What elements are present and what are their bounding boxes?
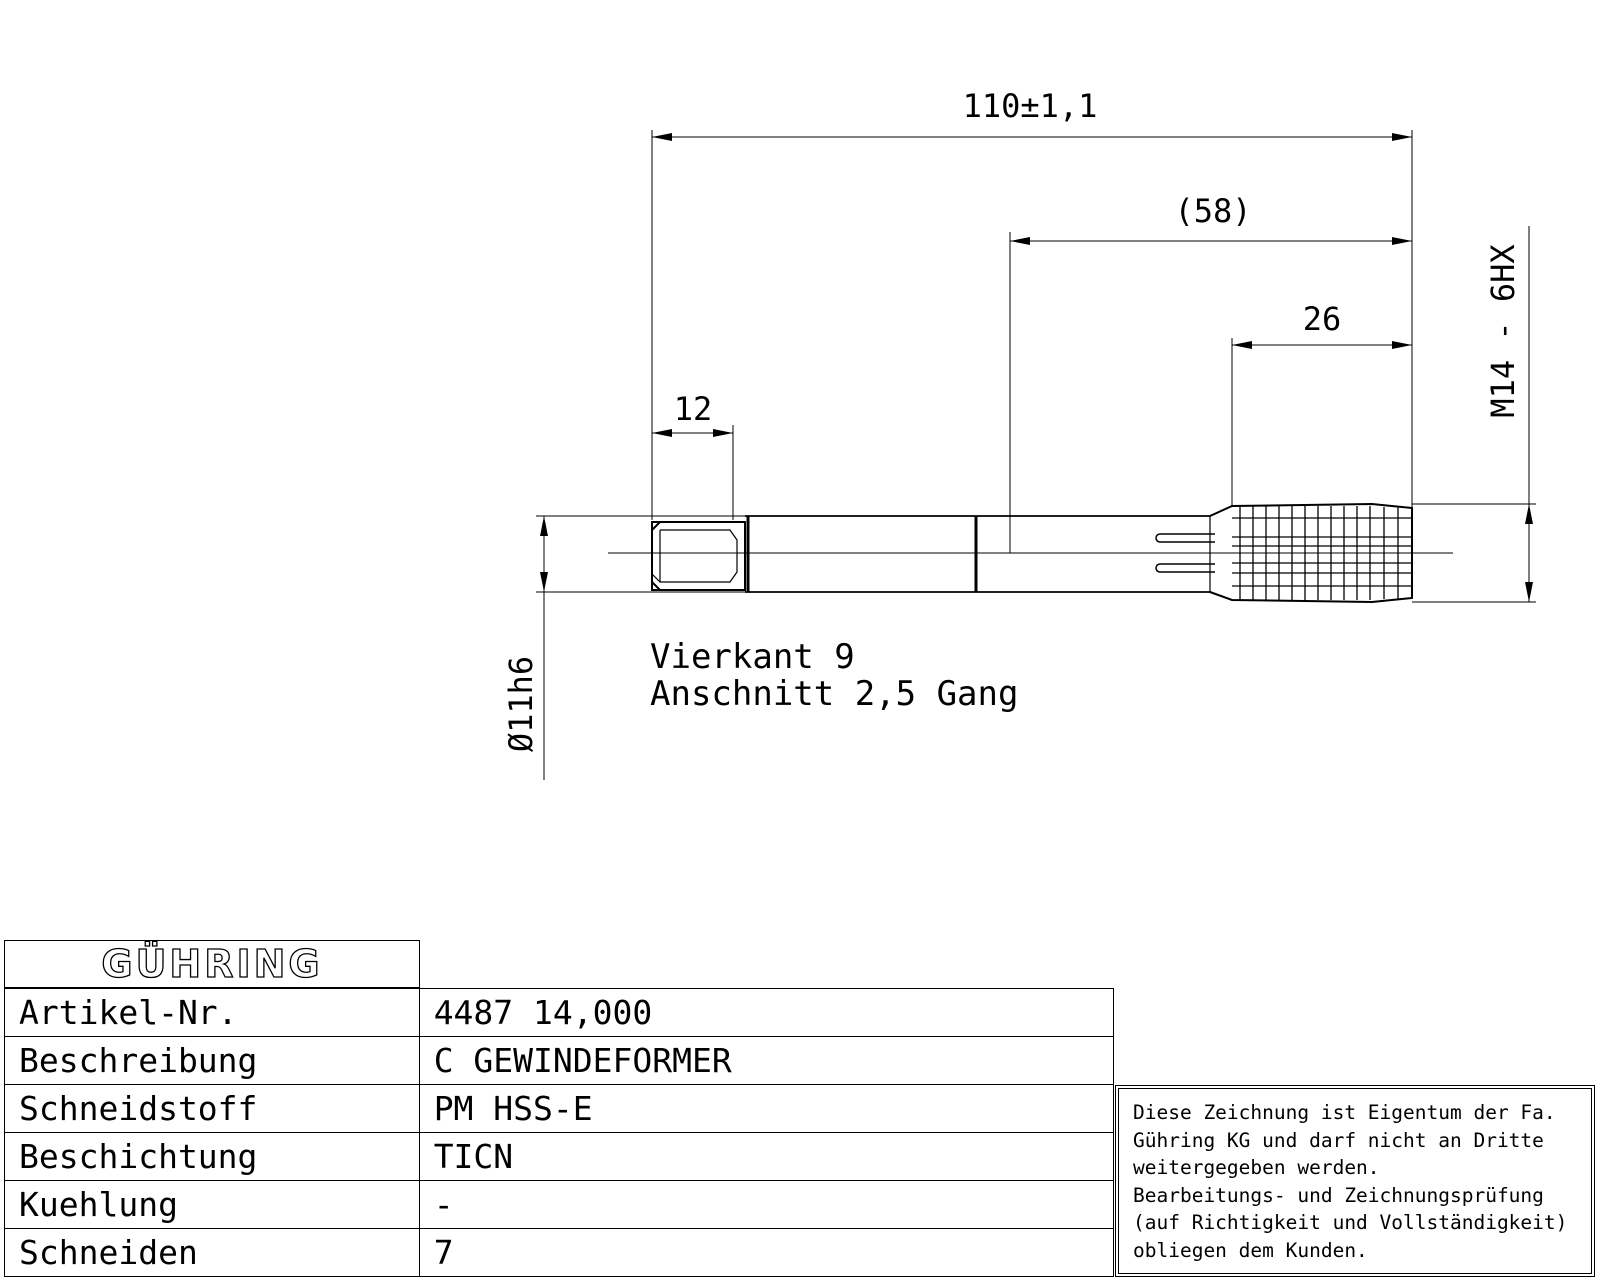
row-value: PM HSS-E bbox=[418, 1084, 1115, 1133]
tool-outline bbox=[651, 502, 1413, 604]
technical-drawing: 110±1,1 (58) 26 12 M14 - 6HX Ø11h6 Vierk… bbox=[502, 87, 1536, 780]
table-row: Kuehlung - bbox=[4, 1180, 1115, 1229]
table-row: Schneiden 7 bbox=[4, 1228, 1115, 1277]
ownership-notice-text: Diese Zeichnung ist Eigentum der Fa. Güh… bbox=[1118, 1088, 1592, 1274]
table-row: Beschichtung TICN bbox=[4, 1132, 1115, 1181]
row-label: Schneiden bbox=[4, 1228, 420, 1277]
extension-lines bbox=[536, 130, 1536, 780]
dimension-lines bbox=[540, 133, 1533, 602]
row-value: - bbox=[418, 1180, 1115, 1229]
table-row: Beschreibung C GEWINDEFORMER bbox=[4, 1036, 1115, 1085]
note-chamfer: Anschnitt 2,5 Gang bbox=[650, 674, 1018, 714]
thread-ref-length-label: (58) bbox=[1174, 192, 1251, 230]
row-label: Kuehlung bbox=[4, 1180, 420, 1229]
row-label: Beschreibung bbox=[4, 1036, 420, 1085]
row-value: 7 bbox=[418, 1228, 1115, 1277]
ownership-notice: Diese Zeichnung ist Eigentum der Fa. Güh… bbox=[1115, 1085, 1595, 1277]
company-logo: GÜHRING bbox=[101, 941, 323, 986]
logo-cell: GÜHRING bbox=[4, 940, 420, 988]
row-label: Beschichtung bbox=[4, 1132, 420, 1181]
row-label: Artikel-Nr. bbox=[4, 988, 420, 1037]
row-value: C GEWINDEFORMER bbox=[418, 1036, 1115, 1085]
note-square: Vierkant 9 bbox=[650, 637, 855, 677]
row-label: Schneidstoff bbox=[4, 1084, 420, 1133]
row-value: TICN bbox=[418, 1132, 1115, 1181]
thread-length-label: 26 bbox=[1303, 300, 1342, 338]
title-block: GÜHRING Artikel-Nr. 4487 14,000 Beschrei… bbox=[4, 940, 1115, 1280]
table-row: Schneidstoff PM HSS-E bbox=[4, 1084, 1115, 1133]
title-block-table: Artikel-Nr. 4487 14,000 Beschreibung C G… bbox=[4, 988, 1115, 1277]
thread-designation-label: M14 - 6HX bbox=[1484, 244, 1522, 417]
overall-length-label: 110±1,1 bbox=[963, 87, 1098, 125]
square-length-label: 12 bbox=[674, 390, 713, 428]
row-value: 4487 14,000 bbox=[418, 988, 1115, 1037]
table-row: Artikel-Nr. 4487 14,000 bbox=[4, 988, 1115, 1037]
shank-diameter-label: Ø11h6 bbox=[502, 656, 540, 752]
